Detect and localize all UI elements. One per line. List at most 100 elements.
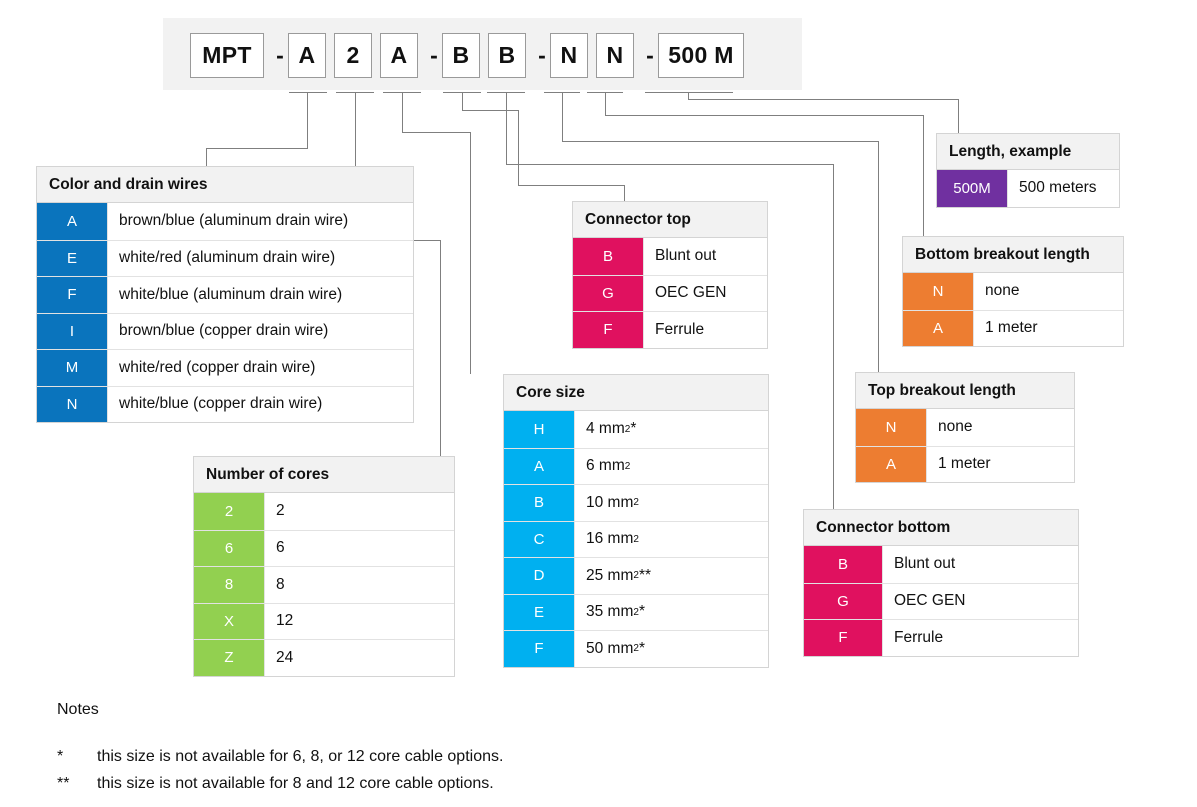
part-number-segment[interactable]: 500 M bbox=[658, 33, 744, 78]
option-code: F bbox=[504, 630, 574, 667]
option-code: 500M bbox=[937, 170, 1007, 207]
option-description: 24 bbox=[264, 639, 454, 676]
option-description: white/red (copper drain wire) bbox=[107, 349, 413, 386]
line-conntop-v2 bbox=[518, 110, 519, 185]
option-code: N bbox=[856, 409, 926, 446]
line-cores-v2 bbox=[440, 240, 441, 456]
option-code: A bbox=[903, 309, 973, 346]
part-number-segment[interactable]: MPT bbox=[190, 33, 264, 78]
option-code: F bbox=[37, 276, 107, 313]
part-number-separator: - bbox=[646, 42, 654, 68]
option-description: 6 bbox=[264, 529, 454, 566]
option-description: Blunt out bbox=[643, 238, 767, 275]
option-description: white/red (aluminum drain wire) bbox=[107, 239, 413, 276]
option-code: N bbox=[903, 273, 973, 310]
option-code: M bbox=[37, 349, 107, 386]
table-title: Core size bbox=[504, 375, 768, 411]
option-description: 1 meter bbox=[973, 309, 1123, 346]
line-coresize-h bbox=[402, 132, 470, 133]
option-code: G bbox=[804, 582, 882, 619]
part-number-segment[interactable]: B bbox=[488, 33, 526, 78]
table-title: Top breakout length bbox=[856, 373, 1074, 409]
part-number-segment[interactable]: B bbox=[442, 33, 480, 78]
line-topbr-v2 bbox=[878, 141, 879, 372]
option-code: 6 bbox=[194, 529, 264, 566]
option-description: none bbox=[926, 409, 1074, 446]
option-description: white/blue (copper drain wire) bbox=[107, 385, 413, 422]
line-botbr-v2 bbox=[923, 115, 924, 236]
part-number-segment[interactable]: N bbox=[596, 33, 634, 78]
part-number-segment[interactable]: A bbox=[380, 33, 418, 78]
option-description: 1 meter bbox=[926, 445, 1074, 482]
option-description: 8 bbox=[264, 566, 454, 603]
line-length-h bbox=[688, 99, 958, 100]
stub-length bbox=[645, 92, 733, 93]
option-description: none bbox=[973, 273, 1123, 310]
line-botbr-v bbox=[605, 92, 606, 115]
line-conntop-h bbox=[462, 110, 518, 111]
part-number-segment[interactable]: 2 bbox=[334, 33, 372, 78]
stub-color bbox=[289, 92, 327, 93]
part-number-segment[interactable]: A bbox=[288, 33, 326, 78]
option-description: OEC GEN bbox=[643, 274, 767, 311]
line-coresize-v2 bbox=[470, 132, 471, 374]
option-code: D bbox=[504, 557, 574, 594]
line-coresize-v bbox=[402, 92, 403, 132]
line-connbot-h bbox=[506, 164, 833, 165]
option-code: F bbox=[804, 619, 882, 656]
option-code: I bbox=[37, 312, 107, 349]
option-description: 2 bbox=[264, 493, 454, 530]
option-code: X bbox=[194, 602, 264, 639]
option-description: brown/blue (aluminum drain wire) bbox=[107, 203, 413, 240]
part-number-segment[interactable]: N bbox=[550, 33, 588, 78]
option-description: 500 meters bbox=[1007, 170, 1119, 207]
note-text: this size is not available for 6, 8, or … bbox=[97, 748, 504, 765]
option-code: B bbox=[804, 546, 882, 583]
